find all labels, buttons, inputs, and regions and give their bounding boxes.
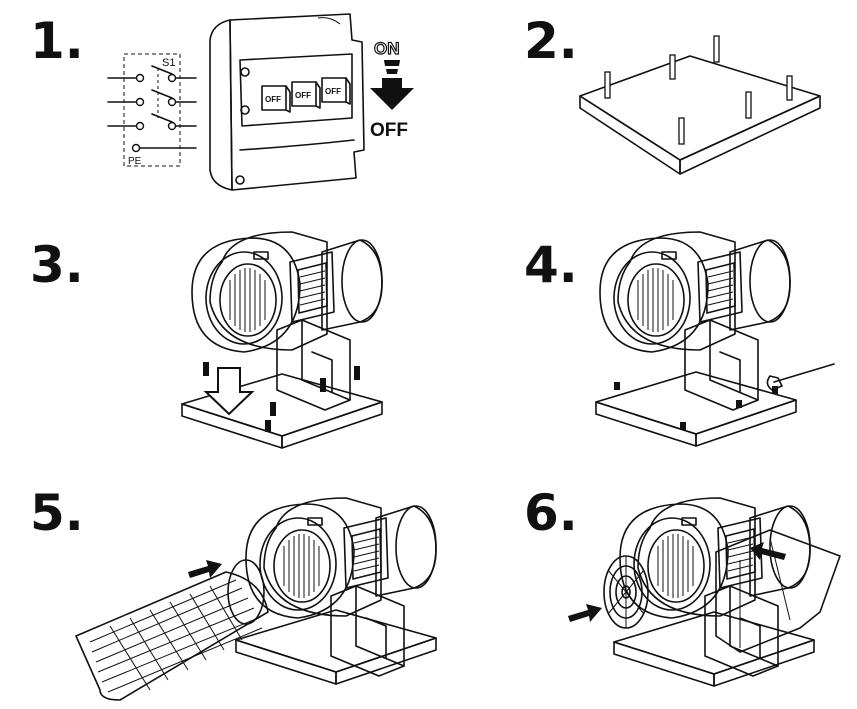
step-3-number: 3. [30,236,84,294]
step-4-number: 4. [524,236,578,294]
breaker-pole-2-label: OFF [295,91,311,100]
mounting-nuts [614,382,778,430]
arrow-right-icon [568,604,602,622]
switch-s1-label: S1 [162,57,175,69]
arrow-right-icon [188,560,222,578]
switch-wiring-schematic: S1 PE [107,53,197,167]
arrow-left-icon [750,542,786,560]
step-4: 4. [524,231,835,447]
step-2-number: 2. [524,12,578,70]
mounting-nuts [203,362,360,432]
earth-pe-label: PE [128,156,142,167]
base-plate [595,371,797,447]
flexible-duct [75,559,269,701]
inlet-guard-grille [603,555,649,629]
breaker-pole-1-label: OFF [265,95,281,104]
on-off-indicator: ON OFF [370,38,414,141]
step-5-number: 5. [30,484,84,542]
blower-unit [245,497,437,677]
arrow-down-icon [370,78,414,110]
arrow-down-icon [203,367,255,416]
base-plate [235,609,437,685]
step-6-number: 6. [524,484,578,542]
step-6: 6. [524,484,841,687]
step-2: 2. [524,12,821,175]
base-plate [181,373,383,449]
breaker-pole-3-label: OFF [325,87,341,96]
step-1-number: 1. [30,12,84,70]
wrench-icon [766,363,835,391]
mounting-base-with-studs [579,35,821,175]
on-state-label: ON [374,39,400,58]
circuit-breaker-panel: OFF OFF OFF [209,13,365,191]
step-1: 1. S1 PE [30,12,414,191]
step-5: 5. [30,484,437,701]
base-plate [613,611,815,687]
step-3: 3. [30,231,383,449]
blower-unit [599,231,791,411]
off-state-label: OFF [370,120,408,141]
